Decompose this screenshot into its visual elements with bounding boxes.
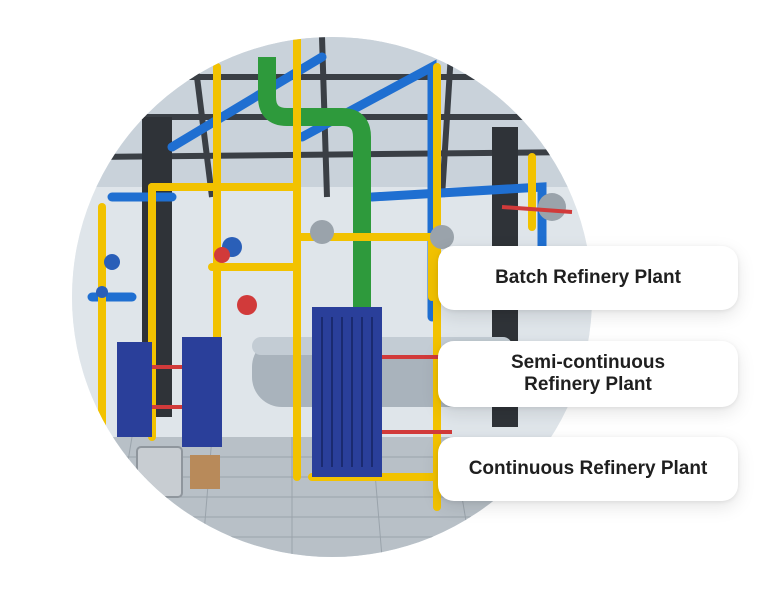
batch-refinery-plant-label: Batch Refinery Plant (495, 267, 681, 288)
semi-continuous-refinery-plant-button[interactable]: Semi-continuous Refinery Plant (438, 341, 738, 407)
continuous-refinery-plant-button[interactable]: Continuous Refinery Plant (438, 437, 738, 501)
batch-refinery-plant-button[interactable]: Batch Refinery Plant (438, 246, 738, 310)
semi-continuous-refinery-plant-label: Semi-continuous Refinery Plant (510, 352, 666, 395)
continuous-refinery-plant-label: Continuous Refinery Plant (468, 458, 708, 479)
